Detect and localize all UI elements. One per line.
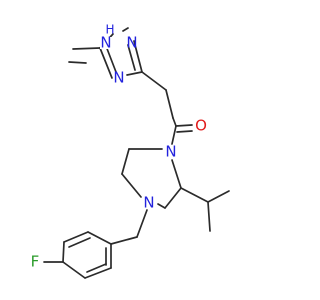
bond-n2-c3 (133, 40, 143, 73)
bond-ring-2 (63, 231, 89, 243)
bond-n1-c2 (171, 159, 182, 189)
bond-co (175, 124, 193, 127)
atom-o-carbonyl: O (195, 117, 207, 135)
atom-labels: N H N N O N N F (31, 23, 207, 271)
bond-c3-ch (180, 187, 209, 203)
bond-co-double (176, 130, 193, 133)
bond-ch2b-co (172, 117, 177, 127)
atom-n-triazole-2: N (126, 34, 137, 52)
bond-ch-me1 (207, 190, 230, 203)
atom-f-fluoro: F (31, 253, 40, 271)
bond-ring-4 (62, 261, 86, 279)
bond-ring-5 (84, 267, 112, 279)
bond-ch2-ring (110, 236, 138, 245)
atom-n-diazepane-1: N (165, 143, 176, 161)
atom-n-diazepane-4: N (143, 194, 154, 212)
atom-h-triazole-1: H (105, 23, 114, 37)
bond-n2-c3-double (127, 44, 136, 71)
bond-n1-n2 (68, 61, 87, 64)
molecule-structure: N H N N O N N F (31, 23, 230, 279)
bond-ch-me2 (207, 201, 211, 232)
bonds (43, 27, 230, 279)
bond-ring-inner-1 (68, 237, 91, 248)
bond-n4-c5 (121, 173, 142, 198)
bond-co-n1 (171, 125, 177, 145)
bond-c5-n1-double (105, 45, 117, 73)
bond-c5-c6 (121, 148, 130, 175)
bond-ring-3 (62, 241, 65, 263)
bond-ring-1 (87, 231, 112, 245)
bond-c3-n4 (157, 203, 166, 209)
label-bg (100, 37, 112, 49)
bond-c2-c3 (164, 187, 182, 209)
atom-n-triazole-4: N (113, 69, 124, 87)
bond-methyl (72, 47, 101, 50)
bond-n1-n2-ring (122, 27, 129, 32)
atom-n-triazole-1: N (100, 34, 111, 52)
bond-ring-inner-2 (86, 263, 107, 273)
bond-c3-ch2a (141, 71, 167, 91)
bond-ch2a-ch2b (165, 89, 174, 119)
bond-n4-ch2 (136, 209, 148, 238)
bond-c3-n4 (126, 71, 143, 76)
bond-n4-c5 (99, 47, 113, 79)
